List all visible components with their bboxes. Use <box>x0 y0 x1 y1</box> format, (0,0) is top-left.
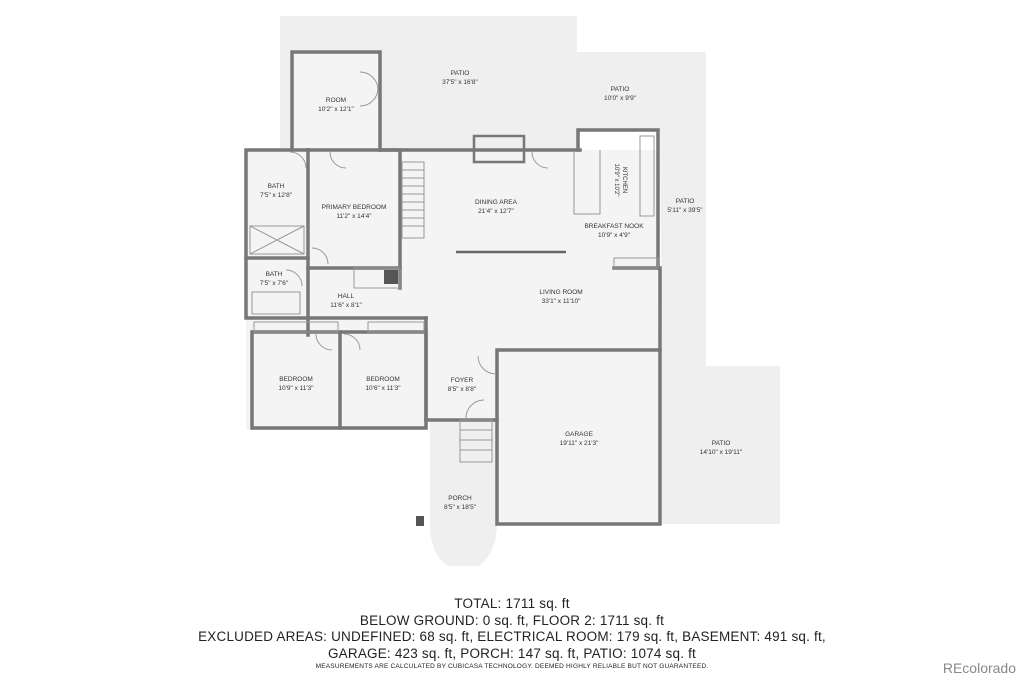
shower <box>249 225 305 255</box>
room-label-hall: HALL <box>338 293 355 300</box>
room-label-patio-top-right: PATIO <box>611 86 630 93</box>
room-label-living-room: LIVING ROOM <box>539 289 582 296</box>
room-label-bath-upper: BATH <box>268 183 285 190</box>
door-arc <box>359 87 379 107</box>
room-dims-room: 10'2" x 12'1" <box>318 106 354 113</box>
room-label-garage: GARAGE <box>565 431 593 438</box>
total-area: TOTAL: 1711 sq. ft <box>454 596 570 611</box>
door-arc <box>329 151 347 169</box>
room-dims-bath-lower: 7'5" x 7'6" <box>260 280 289 287</box>
door-arc <box>465 399 485 419</box>
door-arc <box>289 151 307 169</box>
room-dims-porch: 8'5" x 18'5" <box>444 504 477 511</box>
door-arc <box>359 71 379 91</box>
wall-garage <box>495 348 662 526</box>
wall-kitchen <box>576 128 660 270</box>
kitchen-island <box>639 135 655 217</box>
electrical-box <box>384 270 398 284</box>
wall-room-top <box>290 50 382 152</box>
door-arc <box>477 355 497 375</box>
room-label-bath-lower: BATH <box>266 271 283 278</box>
room-dims-bedroom-mid: 10'6" x 11'3" <box>365 385 401 392</box>
room-dims-hall: 11'6" x 8'1" <box>330 302 362 309</box>
measurement-disclaimer: MEASUREMENTS ARE CALCULATED BY CUBICASA … <box>315 663 709 670</box>
indoor-floor <box>246 52 660 524</box>
main-floor <box>400 150 660 350</box>
porch-area <box>430 420 497 566</box>
room-label-dining-area: DINING AREA <box>475 199 518 206</box>
floor-plan: ROOM 10'2" x 12'1" PATIO 37'5" x 16'8" P… <box>244 16 780 566</box>
kitchen-counter <box>573 150 601 215</box>
room-label-foyer: FOYER <box>451 377 474 384</box>
bathtub <box>251 291 301 315</box>
room-label-patio-garage: PATIO <box>712 440 731 447</box>
room-top-floor <box>292 52 380 150</box>
room-dims-bedroom-left: 10'9" x 11'3" <box>278 385 314 392</box>
room-labels: ROOM 10'2" x 12'1" PATIO 37'5" x 16'8" P… <box>260 70 743 511</box>
bedroom-wing-floor <box>246 150 426 430</box>
room-dims-patio-garage: 14'10" x 19'11" <box>700 449 743 456</box>
foyer-floor <box>426 350 498 420</box>
excluded-areas-cont: GARAGE: 423 sq. ft, PORCH: 147 sq. ft, P… <box>327 645 697 661</box>
room-dims-patio-top: 37'5" x 16'8" <box>442 79 478 86</box>
room-dims-primary-bedroom: 11'2" x 14'4" <box>336 213 372 220</box>
room-dims-living-room: 33'1" x 11'10" <box>542 298 581 305</box>
excluded-areas: EXCLUDED AREAS: UNDEFINED: 68 sq. ft, EL… <box>198 629 826 644</box>
room-dims-bath-upper: 7'5" x 12'8" <box>260 192 293 199</box>
door-arc <box>531 151 549 169</box>
area-totals: TOTAL: 1711 sq. ft BELOW GROUND: 0 sq. f… <box>0 596 1024 672</box>
post <box>416 516 424 526</box>
room-label-primary-bedroom: PRIMARY BEDROOM <box>322 204 387 211</box>
door-arc <box>311 247 329 265</box>
room-label-bedroom-mid: BEDROOM <box>366 376 400 383</box>
door-arc <box>343 333 361 351</box>
room-dims-dining-area: 21'4" x 12'7" <box>478 208 514 215</box>
porch-stairs <box>459 419 493 463</box>
room-label-room: ROOM <box>326 97 346 104</box>
room-label-patio-right: PATIO <box>676 198 695 205</box>
room-dims-kitchen: 10'9" x 10'2" <box>613 164 619 197</box>
room-label-porch: PORCH <box>448 495 472 502</box>
room-dims-garage: 19'11" x 21'3" <box>560 440 599 447</box>
watermark-logo: REcolorado <box>942 660 1016 676</box>
stairs <box>401 161 425 239</box>
room-dims-patio-top-right: 10'0" x 9'9" <box>604 95 637 102</box>
wall-bath-upper <box>244 148 310 320</box>
door-arc <box>315 333 333 351</box>
closet-bedroom-mid <box>367 321 425 333</box>
room-label-breakfast-nook: BREAKFAST NOOK <box>584 223 644 230</box>
shower-glass <box>249 225 305 255</box>
wall-primary-bedroom <box>306 148 402 290</box>
room-label-kitchen: KITCHEN <box>621 167 627 193</box>
room-dims-foyer: 8'5" x 8'8" <box>448 386 477 393</box>
garage-floor <box>497 350 660 524</box>
door-arc <box>285 269 303 287</box>
closet <box>353 267 401 289</box>
patio-top-area <box>280 16 780 524</box>
below-ground-area: BELOW GROUND: 0 sq. ft, FLOOR 2: 1711 sq… <box>359 612 665 628</box>
room-dims-patio-right: 5'11" x 39'5" <box>667 207 703 214</box>
interior-details <box>249 71 659 463</box>
outdoor-areas <box>280 16 780 566</box>
room-dims-breakfast-nook: 10'9" x 4'9" <box>598 232 631 239</box>
room-label-patio-top: PATIO <box>451 70 470 77</box>
room-label-bedroom-left: BEDROOM <box>279 376 313 383</box>
closet-bedroom-left <box>253 321 339 333</box>
fireplace <box>472 134 526 164</box>
nook-window <box>613 257 659 269</box>
